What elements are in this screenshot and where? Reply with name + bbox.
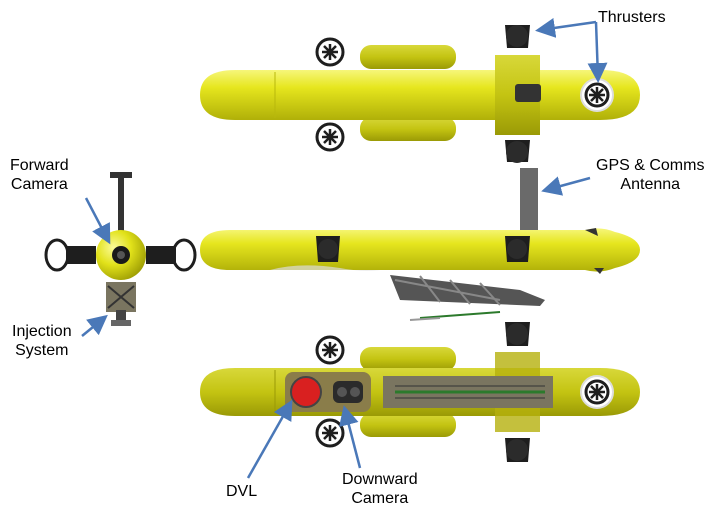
top-view-gps-module	[515, 84, 541, 102]
forward-label-line2: Camera	[10, 176, 68, 193]
bottom-view-lower-pod	[360, 413, 456, 437]
downward-label-line2: Camera	[351, 490, 409, 507]
downward-label-line1: Downward	[342, 471, 418, 488]
thruster-icon	[505, 25, 530, 48]
thruster-icon	[505, 322, 530, 346]
top-view-hull	[200, 70, 640, 120]
thruster-icon	[505, 236, 530, 262]
side-view-vehicle	[200, 168, 640, 321]
injection-needle	[419, 311, 501, 319]
dvl-sensor	[290, 376, 322, 408]
bottom-view-upper-pod	[360, 347, 456, 371]
downward-camera-lens	[333, 381, 363, 403]
side-view-hull	[200, 228, 640, 272]
thruster-icon	[316, 236, 340, 262]
gps-label-line2: Antenna	[620, 176, 681, 193]
gps-antenna-label: GPS & Comms Antenna	[596, 156, 704, 194]
dvl-label-text: DVL	[226, 483, 258, 500]
top-view-upper-pod	[360, 45, 456, 69]
gps-antenna-mast	[520, 168, 538, 230]
bottom-view-vehicle	[200, 322, 640, 462]
forward-camera-arrow	[84, 197, 111, 245]
injection-label-line2: System	[15, 342, 69, 359]
thrusters-label: Thrusters	[598, 8, 666, 27]
rear-thruster-icon	[580, 375, 614, 409]
thrusters-arrow-top	[535, 17, 597, 38]
thruster-icon	[315, 418, 345, 448]
thruster-icon	[315, 37, 345, 67]
thruster-icon	[505, 438, 530, 462]
injection-frame	[390, 275, 545, 306]
callout-arrows	[81, 17, 608, 479]
injection-label-line1: Injection	[12, 323, 72, 340]
top-view-vehicle	[200, 25, 640, 163]
gps-label-line1: GPS & Comms	[596, 157, 705, 174]
forward-label-line1: Forward	[10, 157, 69, 174]
thruster-icon	[315, 122, 345, 152]
dvl-arrow	[246, 399, 293, 479]
rear-thruster-icon	[580, 78, 614, 112]
injection-arrow	[81, 314, 108, 337]
thruster-icon	[44, 238, 96, 272]
front-view-vehicle	[44, 172, 197, 326]
gps-arrow	[541, 176, 591, 196]
thruster-icon	[505, 140, 530, 163]
downward-camera-label: Downward Camera	[342, 470, 418, 508]
thruster-icon	[315, 335, 345, 365]
injection-system-label: Injection System	[12, 322, 72, 360]
front-antenna	[118, 176, 124, 232]
top-view-lower-pod	[360, 117, 456, 141]
downward-camera-arrow	[339, 405, 362, 469]
thruster-icon	[146, 238, 197, 272]
dvl-label: DVL	[226, 482, 257, 501]
thrusters-arrow-rear	[587, 21, 608, 83]
thrusters-label-text: Thrusters	[598, 9, 666, 26]
forward-camera-label: Forward Camera	[10, 156, 69, 194]
